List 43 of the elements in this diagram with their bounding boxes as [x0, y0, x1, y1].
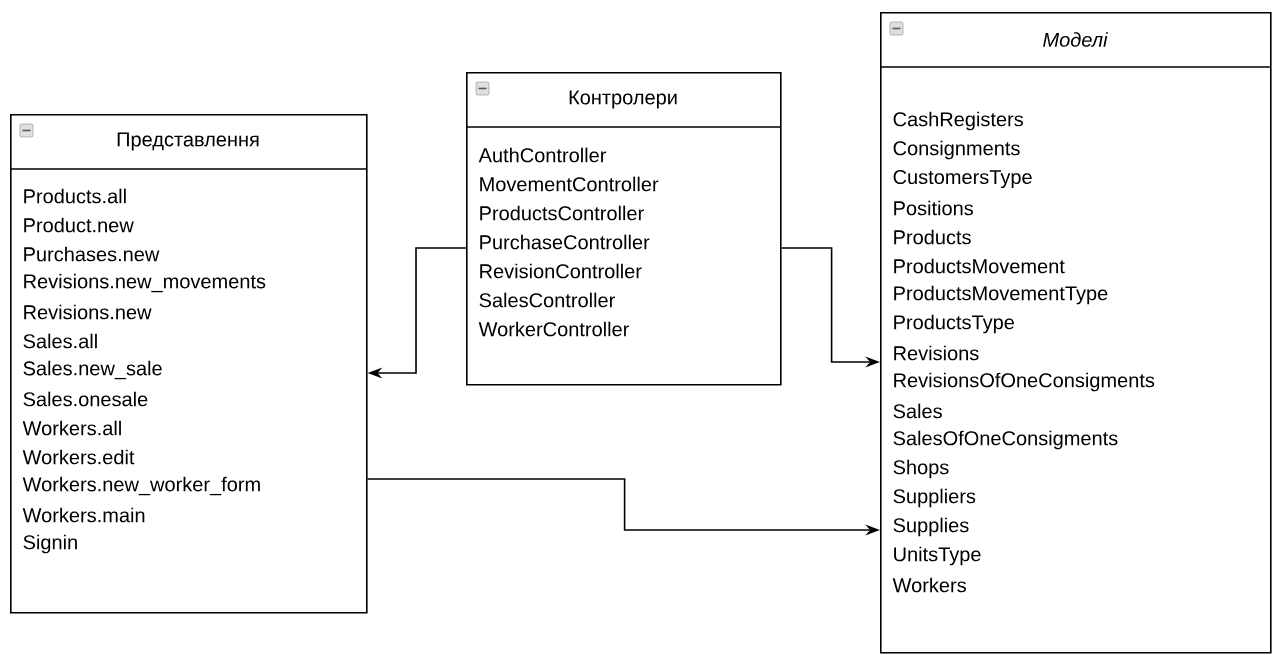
list-item: RevisionController [480, 263, 642, 279]
list-item: ProductsType [894, 314, 1014, 334]
list-item: Revisions.new_movements [24, 273, 266, 293]
list-item: PurchaseController [480, 234, 650, 250]
list-item: Sales [893, 403, 942, 419]
list-item: Sales.new_sale [23, 360, 162, 380]
list-item: Revisions [894, 345, 979, 361]
list-item: Products [894, 229, 971, 245]
list-item: Product.new [24, 217, 134, 233]
list-item: ProductsMovement [894, 258, 1065, 274]
list-item: SalesController [479, 292, 615, 308]
list-item: Workers.all [22, 420, 121, 436]
list-item: Suppliers [893, 488, 976, 508]
list-item: Signin [23, 534, 77, 554]
list-item: Workers.main [22, 507, 145, 523]
list-item: WorkerController [478, 321, 629, 337]
list-item: RevisionsOfOneConsigments [894, 372, 1155, 392]
list-item: Supplies [893, 517, 969, 537]
list-item: CustomersType [893, 169, 1032, 189]
list-item: Shops [893, 459, 949, 479]
box-title: Контролери [569, 90, 677, 109]
list-item: Products.all [24, 188, 126, 204]
list-item: Workers.new_worker_form [22, 476, 260, 496]
class-box [465, 72, 782, 386]
list-item: CashRegisters [893, 111, 1023, 131]
list-item: MovementController [480, 176, 659, 192]
list-item: UnitsType [894, 546, 981, 566]
list-item: Purchases.new [24, 246, 160, 262]
class-box [879, 12, 1272, 654]
box-title: Моделі [1043, 32, 1108, 47]
list-item: AuthController [478, 147, 607, 163]
list-item: SalesOfOneConsigments [893, 430, 1118, 450]
box-title: Представлення [117, 132, 259, 151]
list-item: Positions [894, 200, 973, 216]
list-item: Sales.all [23, 333, 97, 349]
list-item: ProductsMovementType [894, 285, 1108, 305]
list-item: Workers [892, 577, 966, 593]
list-item: Revisions.new [24, 304, 152, 320]
list-item: Consignments [893, 140, 1020, 160]
class-box [9, 114, 368, 614]
list-item: ProductsController [480, 205, 644, 221]
list-item: Workers.edit [22, 449, 135, 465]
list-item: Sales.onesale [23, 391, 148, 407]
